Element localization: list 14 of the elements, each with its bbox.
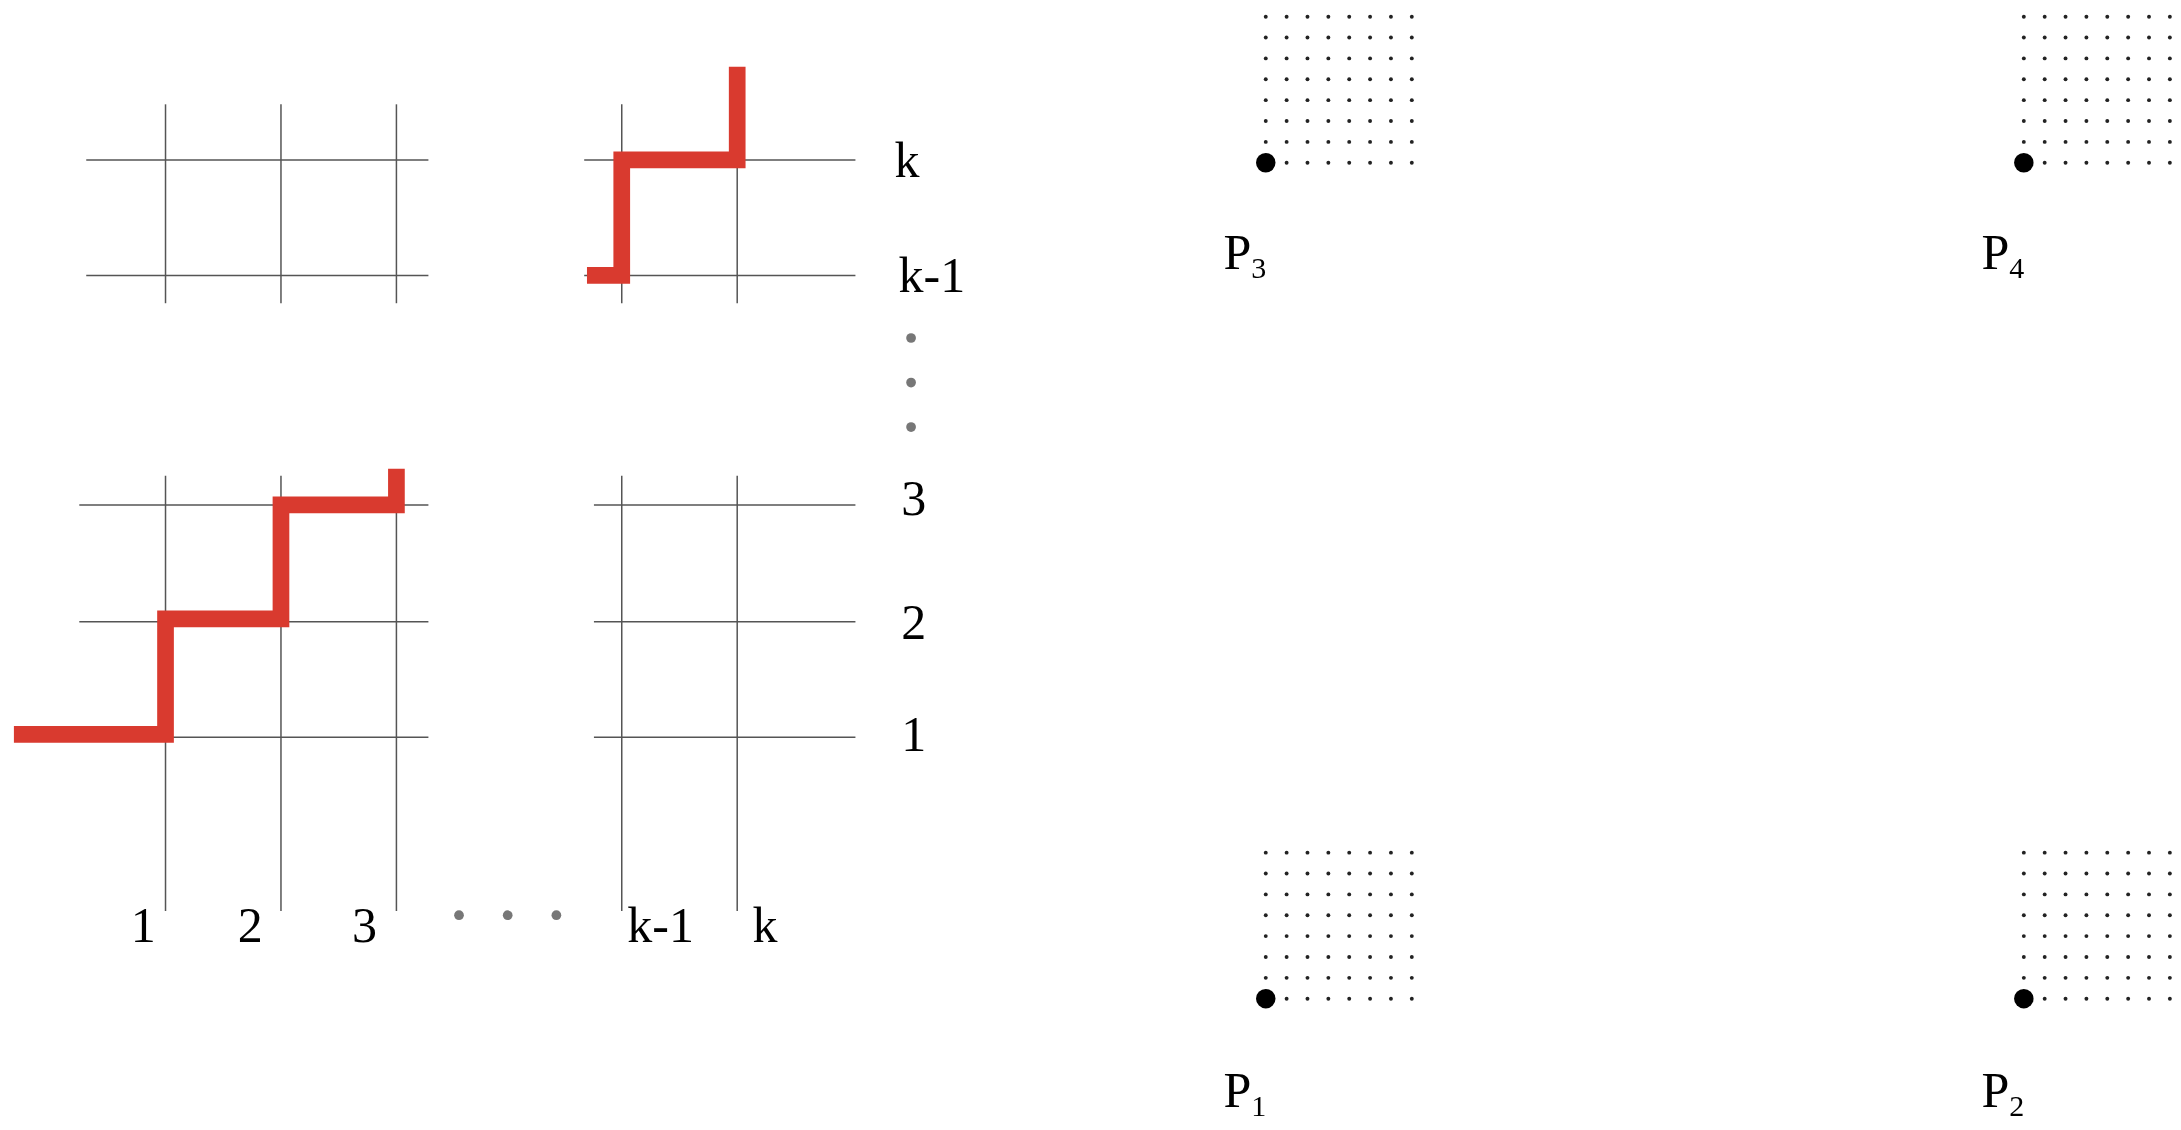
axis-label: k-1 <box>627 899 694 950</box>
point-label: P$_{1}$ <box>1223 1065 1267 1122</box>
axis-label: 3 <box>351 899 377 950</box>
axis-label: k <box>752 899 778 950</box>
axis-label: k <box>894 134 920 185</box>
axis-label: 3 <box>901 472 927 523</box>
axis-label: 2 <box>901 596 927 647</box>
axis-label: 1 <box>901 709 927 760</box>
axis-label: 2 <box>237 899 263 950</box>
axis-label: k-1 <box>898 250 966 301</box>
point-label: P$_{2}$ <box>1981 1065 2025 1122</box>
point-label: P$_{3}$ <box>1223 226 1267 283</box>
point-label: P$_{4}$ <box>1981 226 2025 283</box>
axis-label: 1 <box>130 899 156 950</box>
